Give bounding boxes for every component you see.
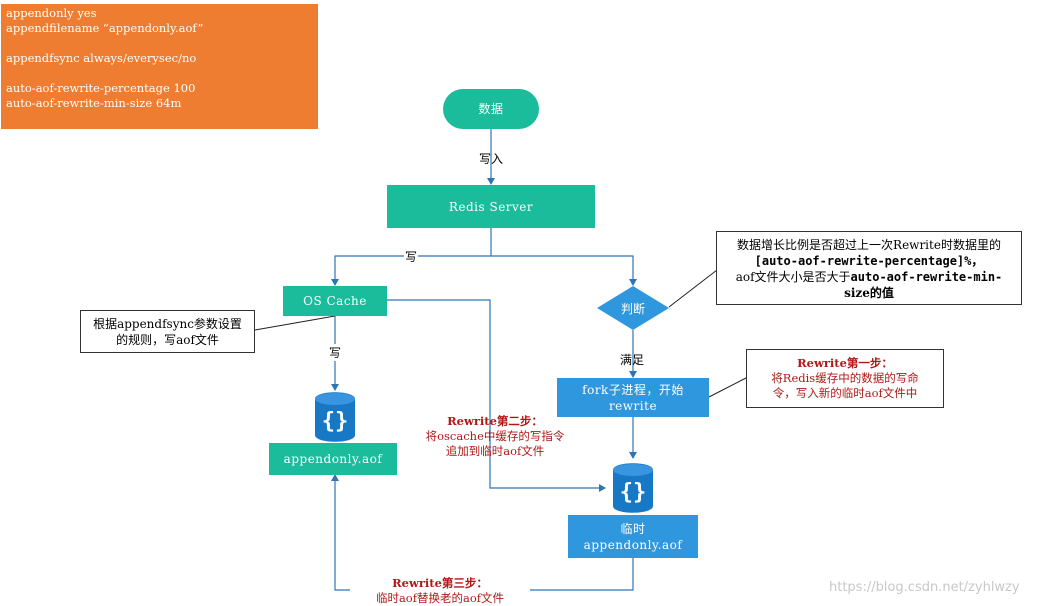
note-judge: 数据增长比例是否超过上一次Rewrite时数据里的 [auto-aof-rewr… [716,231,1022,305]
note-rewrite-step2: Rewrite第二步： 将oscache中缓存的写指令 追加到临时aof文件 [405,414,585,459]
node-judge-label: 判断 [620,302,645,316]
step1-title: Rewrite第一步： [797,356,893,370]
callout-line-fork [708,377,747,398]
config-block: appendonly yes appendfilename “appendonl… [1,4,318,129]
edge-oscache-temp [387,299,606,492]
note-rewrite-step3: Rewrite第三步： 临时aof替换老的aof文件 [350,576,530,606]
node-redis-server: Redis Server [387,185,595,228]
step3-body: 临时aof替换老的aof文件 [375,591,505,605]
database-icon: {} [315,392,355,442]
callout-line-fsync [254,315,336,331]
config-line: auto-aof-rewrite-min-size 64m [6,96,182,110]
label-write-in: 写入 [479,152,504,166]
node-temp-appendonly: 临时 appendonly.aof [568,515,698,558]
watermark: https://blog.csdn.net/zyhlwzy [829,580,1020,595]
decision-diamond [597,286,669,330]
node-data: 数据 [443,89,539,129]
database-icon: {} [613,463,653,513]
step2-body: 将oscache中缓存的写指令 追加到临时aof文件 [425,429,565,458]
node-appendonly-aof: appendonly.aof [269,443,397,475]
step1-body: 将Redis缓存中的数据的写命 令，写入新的临时aof文件中 [771,371,919,400]
svg-text:{}: {} [322,409,349,434]
label-satisfy: 满足 [620,353,645,367]
note-judge-line3a: aof文件大小是否大于 [735,270,851,284]
config-line: appendfsync always/everysec/no [6,51,197,65]
svg-text:{}: {} [620,480,647,505]
edge-redis-judge [491,255,637,286]
step3-title: Rewrite第三步： [392,576,488,590]
node-os-cache: OS Cache [283,286,387,316]
note-judge-line4: size的值 [844,286,894,300]
note-judge-line3b: auto-aof-rewrite-min- [850,270,1003,284]
note-judge-line2: [auto-aof-rewrite-percentage]%， [754,254,984,268]
config-line: auto-aof-rewrite-percentage 100 [6,81,196,95]
note-rewrite-step1: Rewrite第一步： 将Redis缓存中的数据的写命 令，写入新的临时aof文… [746,349,944,408]
label-write: 写 [404,248,419,265]
config-line: appendfilename “appendonly.aof” [6,21,204,35]
label-write-2: 写 [329,344,342,361]
config-line: appendonly yes [6,6,97,20]
step2-title: Rewrite第二步： [447,414,543,428]
note-appendfsync: 根据appendfsync参数设置 的规则，写aof文件 [80,310,255,353]
note-judge-line1: 数据增长比例是否超过上一次Rewrite时数据里的 [737,238,1001,252]
node-fork: fork子进程，开始 rewrite [557,378,709,417]
callout-line-judge [668,269,718,308]
